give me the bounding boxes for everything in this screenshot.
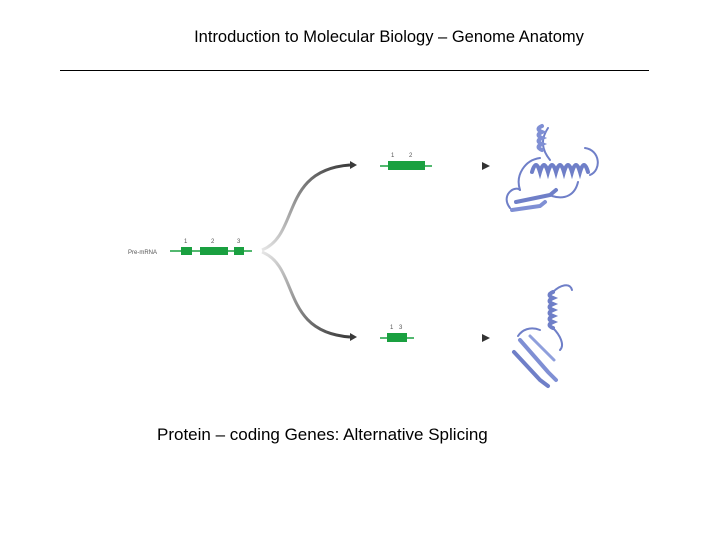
- pre-mrna-exon-3-label: 3: [237, 239, 241, 245]
- pre-mrna-label: Pre-mRNA: [128, 250, 157, 256]
- slide-title: Introduction to Molecular Biology – Geno…: [194, 28, 584, 46]
- title-divider: [60, 70, 649, 71]
- protein-top-loop: [505, 187, 521, 209]
- protein-bottom-sheet-1: [518, 338, 558, 382]
- mrna-bottom-exon-3: [397, 333, 407, 342]
- pre-mrna-exon-2: [200, 247, 228, 255]
- protein-top-coil: [517, 127, 599, 199]
- mrna-top-exon-2-label: 2: [409, 153, 413, 159]
- protein-top-sheet-2: [514, 188, 558, 204]
- protein-isoform-top: [505, 124, 599, 212]
- protein-top-sheet-1: [510, 200, 547, 212]
- protein-bottom-sheet-3: [528, 334, 556, 362]
- pre-mrna: Pre-mRNA 1 2 3: [128, 239, 252, 256]
- protein-bottom-coil: [517, 284, 573, 351]
- splice-branch-bottom-arrowhead: [350, 333, 357, 341]
- protein-isoform-bottom: [512, 284, 573, 388]
- protein-bottom-sheet-2: [512, 350, 550, 388]
- protein-top-helix-1: [530, 163, 590, 180]
- splice-branch-top-arrowhead: [350, 161, 357, 169]
- mrna-top-exon-1-label: 1: [391, 153, 395, 159]
- slide-caption: Protein – coding Genes: Alternative Spli…: [157, 425, 488, 444]
- pre-mrna-exon-2-label: 2: [211, 239, 215, 245]
- splice-branch-bottom: [261, 250, 351, 339]
- pre-mrna-exon-1: [181, 247, 192, 255]
- pre-mrna-exon-1-label: 1: [184, 239, 188, 245]
- translation-arrow-top-head: [482, 162, 490, 170]
- mrna-top-exon-1: [388, 161, 399, 170]
- translation-arrow-bottom-head: [482, 334, 490, 342]
- protein-bottom-helix: [547, 290, 559, 330]
- mrna-variant-bottom: 1 3: [380, 325, 414, 342]
- mrna-bottom-exon-3-label: 3: [399, 325, 403, 331]
- splice-branch-top: [261, 163, 351, 252]
- mrna-bottom-exon-1-label: 1: [390, 325, 394, 331]
- mrna-variant-top: 1 2: [380, 153, 432, 170]
- pre-mrna-exon-3: [234, 247, 244, 255]
- protein-top-helix-2: [536, 124, 548, 152]
- mrna-bottom-exon-1: [387, 333, 397, 342]
- mrna-top-exon-2: [399, 161, 425, 170]
